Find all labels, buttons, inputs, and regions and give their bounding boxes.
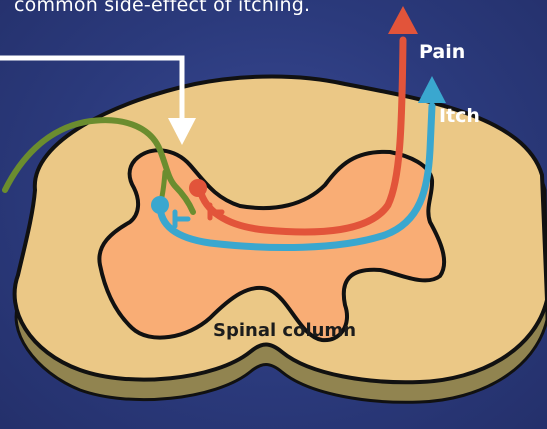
itch-arrowhead bbox=[418, 76, 446, 103]
spinal-column-label: Spinal column bbox=[213, 320, 356, 341]
itch-neuron bbox=[151, 196, 169, 214]
pain-arrowhead bbox=[388, 6, 418, 34]
pain-neuron bbox=[189, 179, 207, 197]
pain-label: Pain bbox=[419, 41, 465, 63]
itch-label: Itch bbox=[439, 105, 480, 127]
